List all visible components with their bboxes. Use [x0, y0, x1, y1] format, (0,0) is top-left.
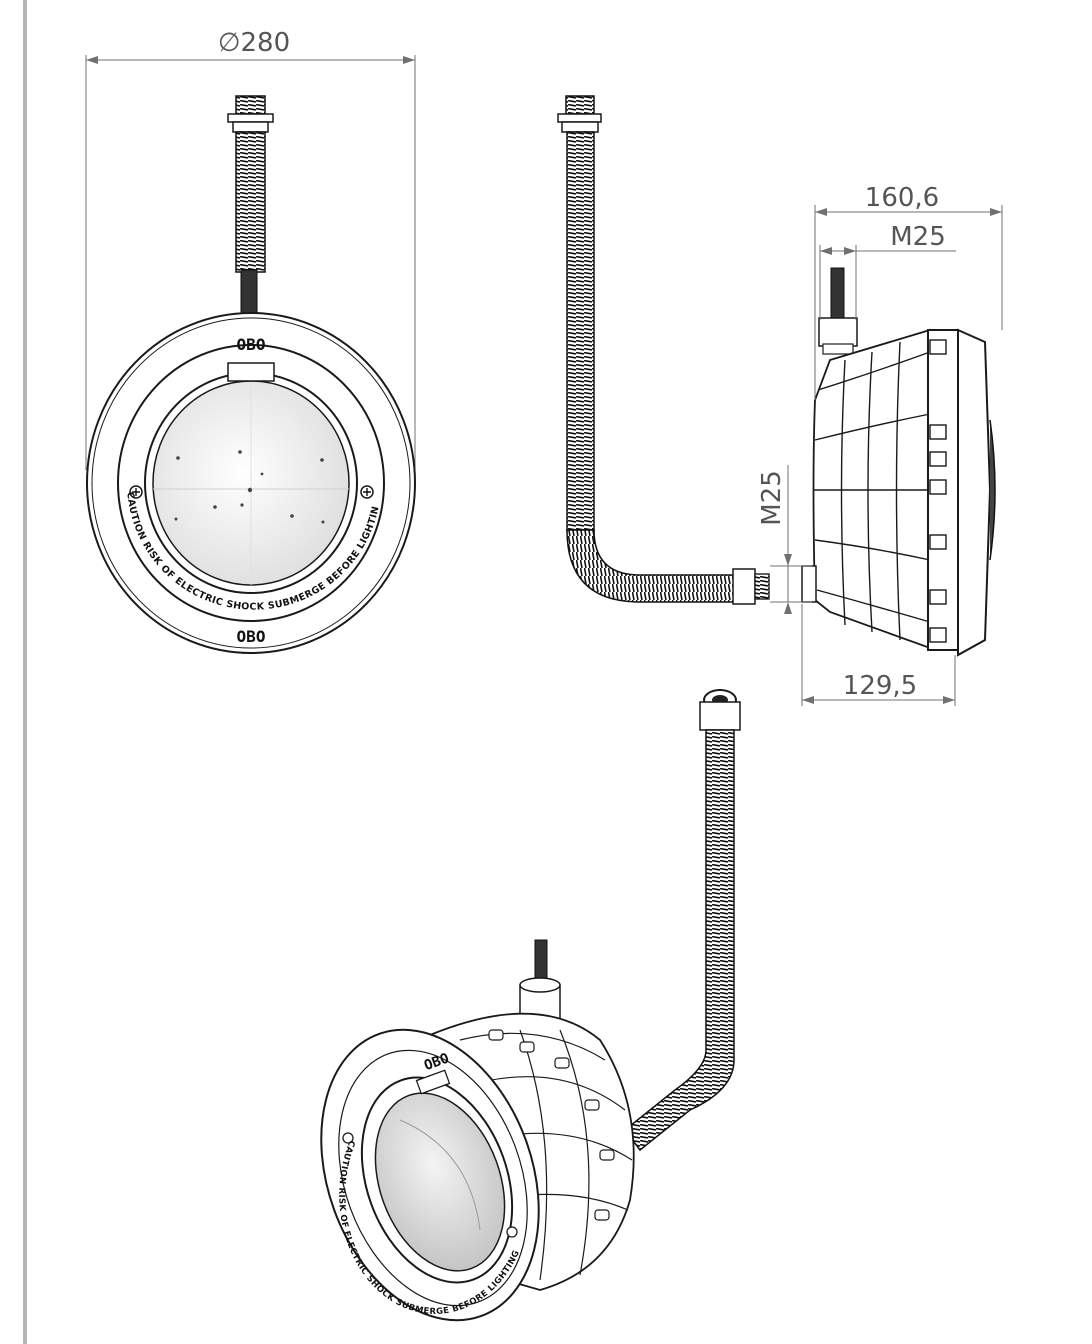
front-screws [129, 485, 374, 499]
lens-leds [174, 450, 325, 524]
front-hose [227, 95, 274, 329]
diameter-label: ∅280 [218, 28, 290, 58]
front-view: ∅280 [0, 0, 416, 654]
diameter-dimension: ∅280 [85, 28, 416, 470]
side-hose [557, 95, 770, 605]
dim-160-6-label: 160,6 [865, 183, 939, 213]
badge-top: OBO [237, 335, 266, 354]
dim-129-5-label: 129,5 [843, 671, 917, 701]
dim-depth-total: 160,6 [814, 183, 1003, 400]
isometric-view: OBO CAUTION RISK OF ELECTRIC SHOCK SUBME… [320, 689, 741, 1322]
dim-outlet-thread: M25 [757, 465, 812, 614]
front-label-plate [227, 362, 275, 382]
side-view: 160,6 M25 M25 129,5 [557, 95, 1003, 706]
dim-gland-thread: M25 [819, 222, 956, 320]
iso-hose [623, 689, 741, 1152]
side-cable-gland [818, 317, 858, 347]
iso-lens [374, 1092, 506, 1272]
dim-m25-side-label: M25 [757, 470, 787, 526]
side-body [812, 328, 931, 650]
dim-m25-top-label: M25 [890, 222, 946, 252]
badge-bottom: OBO [237, 627, 266, 646]
dim-body-depth: 129,5 [801, 604, 956, 706]
